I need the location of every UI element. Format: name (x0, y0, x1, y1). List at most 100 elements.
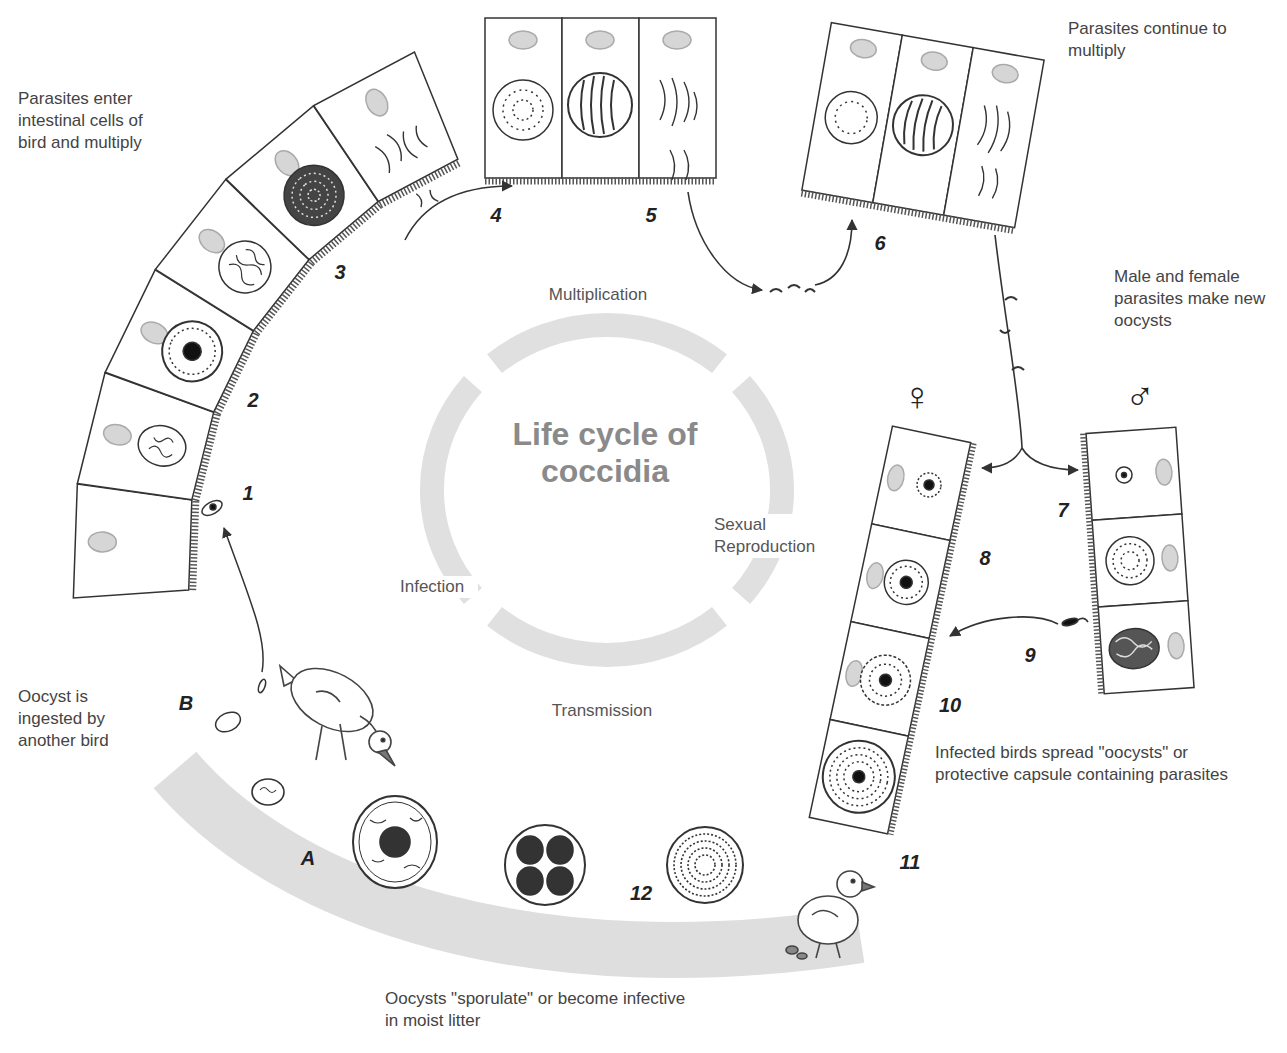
intestinal-cell (314, 52, 469, 207)
chick-figure (786, 946, 798, 954)
sporozoite (210, 504, 216, 510)
oocyst (370, 818, 422, 868)
intestinal-cell (152, 311, 232, 391)
oocyst (252, 779, 743, 905)
callout-number: 10 (933, 693, 967, 717)
sex-symbol: ♂ (1118, 372, 1162, 420)
oocyst (517, 836, 543, 864)
stage-note: Oocysts "sporulate" or become infective … (385, 988, 695, 1032)
intestinal-cell (887, 563, 925, 601)
stage-arrow (982, 235, 1078, 470)
intestinal-cell (493, 80, 553, 140)
intestinal-cell (888, 90, 958, 160)
intestinal-cell (821, 87, 881, 147)
intestinal-cell (148, 434, 176, 458)
intestinal-cell (1121, 472, 1126, 477)
intestinal-cell (833, 99, 870, 136)
oocyst (695, 855, 715, 875)
callout-letter: B (171, 691, 201, 715)
intestinal-cell (1086, 427, 1182, 520)
intestinal-cell (899, 575, 913, 589)
chick-figure (812, 910, 838, 917)
intestinal-cell (864, 561, 885, 590)
intestinal-cell (852, 770, 866, 784)
intestinal-cell (851, 524, 950, 638)
bird-figure (316, 726, 322, 760)
callout-number: 3 (325, 260, 355, 284)
cycle-ring (741, 384, 782, 596)
microgamete (1061, 617, 1078, 627)
intestinal-cell (915, 471, 943, 499)
stage-note: Parasites continue to multiply (1068, 18, 1268, 62)
intestinal-cell (485, 18, 562, 178)
intestinal-cell (660, 78, 697, 180)
intestinal-cell (314, 52, 482, 232)
phase-label: Multiplication (533, 284, 663, 306)
intestinal-cell (73, 484, 196, 602)
intestinal-cell (196, 413, 218, 500)
intestinal-cell (1161, 544, 1179, 571)
callout-number: 9 (1015, 643, 1045, 667)
intestinal-cell (581, 76, 614, 134)
stage-arrow (1022, 448, 1078, 470)
intestinal-cell (880, 556, 932, 608)
chick-figure (786, 871, 874, 959)
intestinal-cell (1108, 627, 1161, 670)
callout-number: 5 (636, 203, 666, 227)
intestinal-cell (1120, 551, 1139, 570)
oocyst (380, 827, 410, 857)
bird-figure (340, 724, 346, 760)
intestinal-cell (180, 339, 204, 363)
sex-symbol: ♀ (895, 372, 939, 420)
callout-number: 4 (481, 203, 511, 227)
chick-figure (798, 896, 858, 944)
intestinal-cell (866, 661, 904, 699)
diagram-title: Life cycle of coccidia (505, 416, 705, 490)
chick-figure (836, 943, 840, 958)
sporozoite (257, 678, 267, 693)
intestinal-cell (833, 751, 885, 803)
callout-number: 11 (893, 850, 927, 874)
oocyst (252, 779, 284, 805)
bird-figure (280, 656, 395, 766)
bird-figure (280, 656, 383, 745)
intestinal-cell (1092, 514, 1188, 607)
intestinal-cell (856, 651, 915, 710)
intestinal-cell (1083, 427, 1194, 694)
microgamete (950, 617, 1058, 636)
oocyst (505, 825, 585, 905)
sporozoite (212, 708, 243, 735)
intestinal-cell (816, 734, 901, 819)
intestinal-cell (901, 96, 943, 153)
sporozoite (199, 497, 224, 518)
callout-number: 12 (624, 881, 658, 905)
bird-figure (316, 691, 340, 702)
litter-band (175, 770, 860, 950)
intestinal-cell (283, 164, 345, 226)
phase-label: Sexual Reproduction (712, 514, 852, 558)
sporozoite (224, 528, 263, 672)
bird-figure (369, 731, 391, 753)
intestinal-cell (503, 90, 543, 130)
intestinal-cell (841, 759, 877, 795)
stage-arrow (982, 448, 1022, 468)
cycle-ring (495, 325, 720, 364)
intestinal-cell (1104, 535, 1155, 586)
phase-label: Infection (398, 576, 478, 598)
cycle-ring (432, 384, 473, 596)
oocyst (688, 848, 722, 882)
oocyst (547, 836, 573, 864)
intestinal-cell (923, 479, 935, 491)
bird-figure (381, 738, 385, 742)
stage-arrow (770, 285, 815, 292)
intestinal-cell (134, 421, 190, 471)
intestinal-cell (161, 321, 223, 383)
oocyst (353, 796, 437, 888)
stage-arrow (1000, 297, 1024, 370)
microgamete (950, 617, 1088, 636)
callout-number: 1 (233, 481, 263, 505)
intestinal-cell (568, 73, 632, 137)
intestinal-cell (885, 463, 906, 492)
chick-figure (862, 882, 874, 891)
